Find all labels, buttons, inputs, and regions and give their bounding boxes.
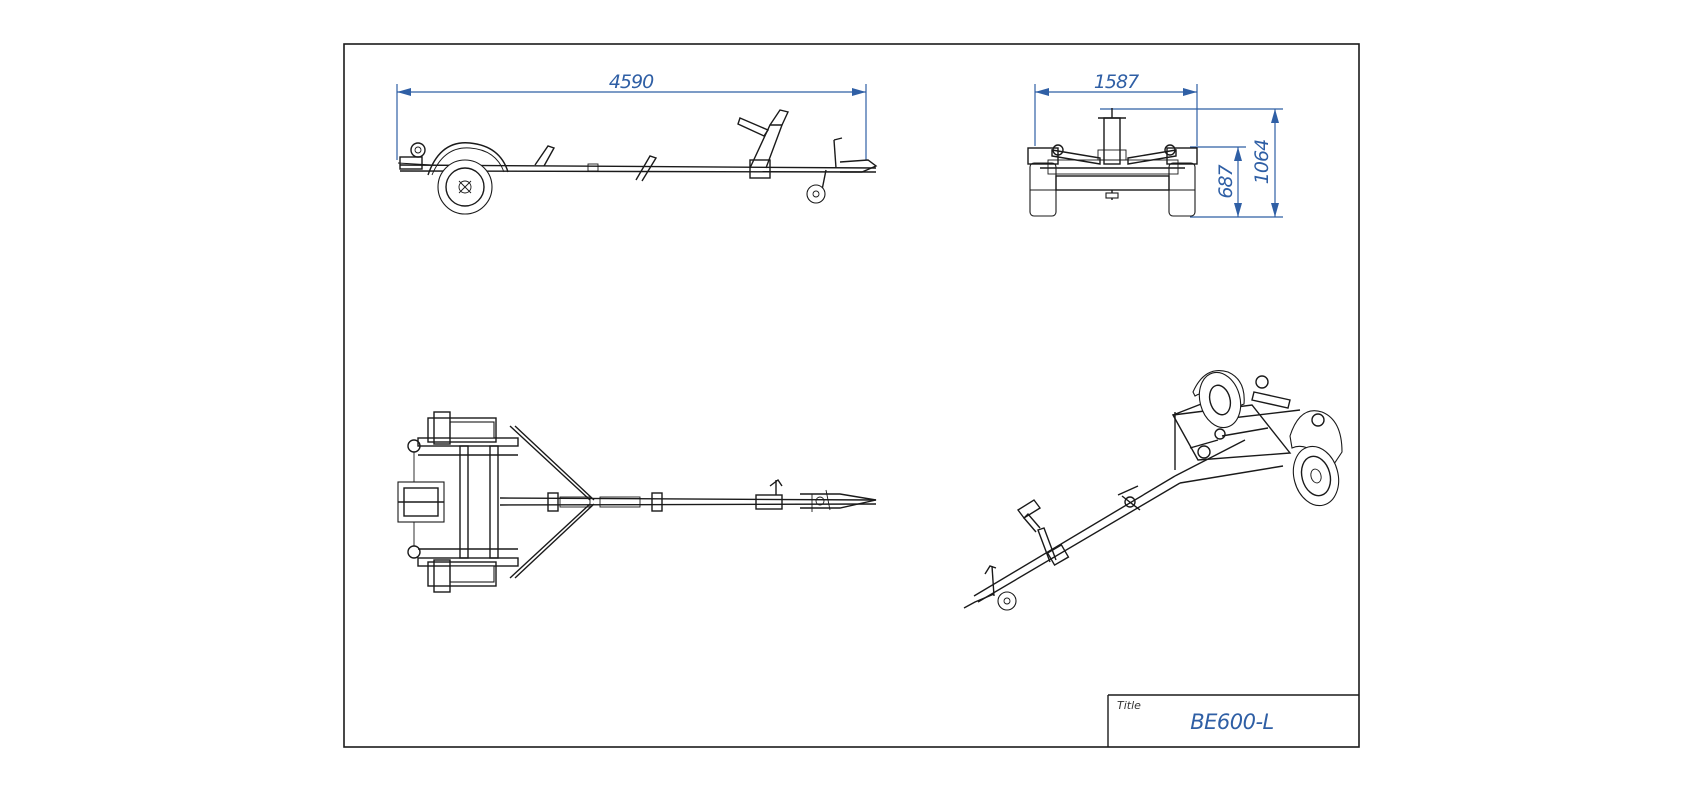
top-view [397,411,877,593]
side-wheel [437,159,493,215]
dimension-wheel-height: 687 [1190,146,1246,218]
dimension-overall-height-label: 1064 [1251,140,1273,184]
sheet-border [343,43,1360,748]
dimension-overall-width-label: 1587 [1094,71,1139,93]
title-block-label: Title [1117,699,1141,712]
dimension-wheel-height-label: 687 [1215,164,1237,198]
drawing-title: BE600-L [1190,710,1274,734]
dimension-overall-width: 1587 [1034,71,1198,146]
isometric-view [963,370,1343,611]
dimension-overall-length-label: 4590 [609,71,654,93]
dimension-overall-length: 4590 [396,71,867,160]
rear-view: 1587 687 1064 [1027,71,1283,218]
side-view: 4590 [396,71,878,215]
dimension-overall-height: 1064 [1100,108,1283,218]
title-block: Title BE600-L [1107,694,1359,747]
